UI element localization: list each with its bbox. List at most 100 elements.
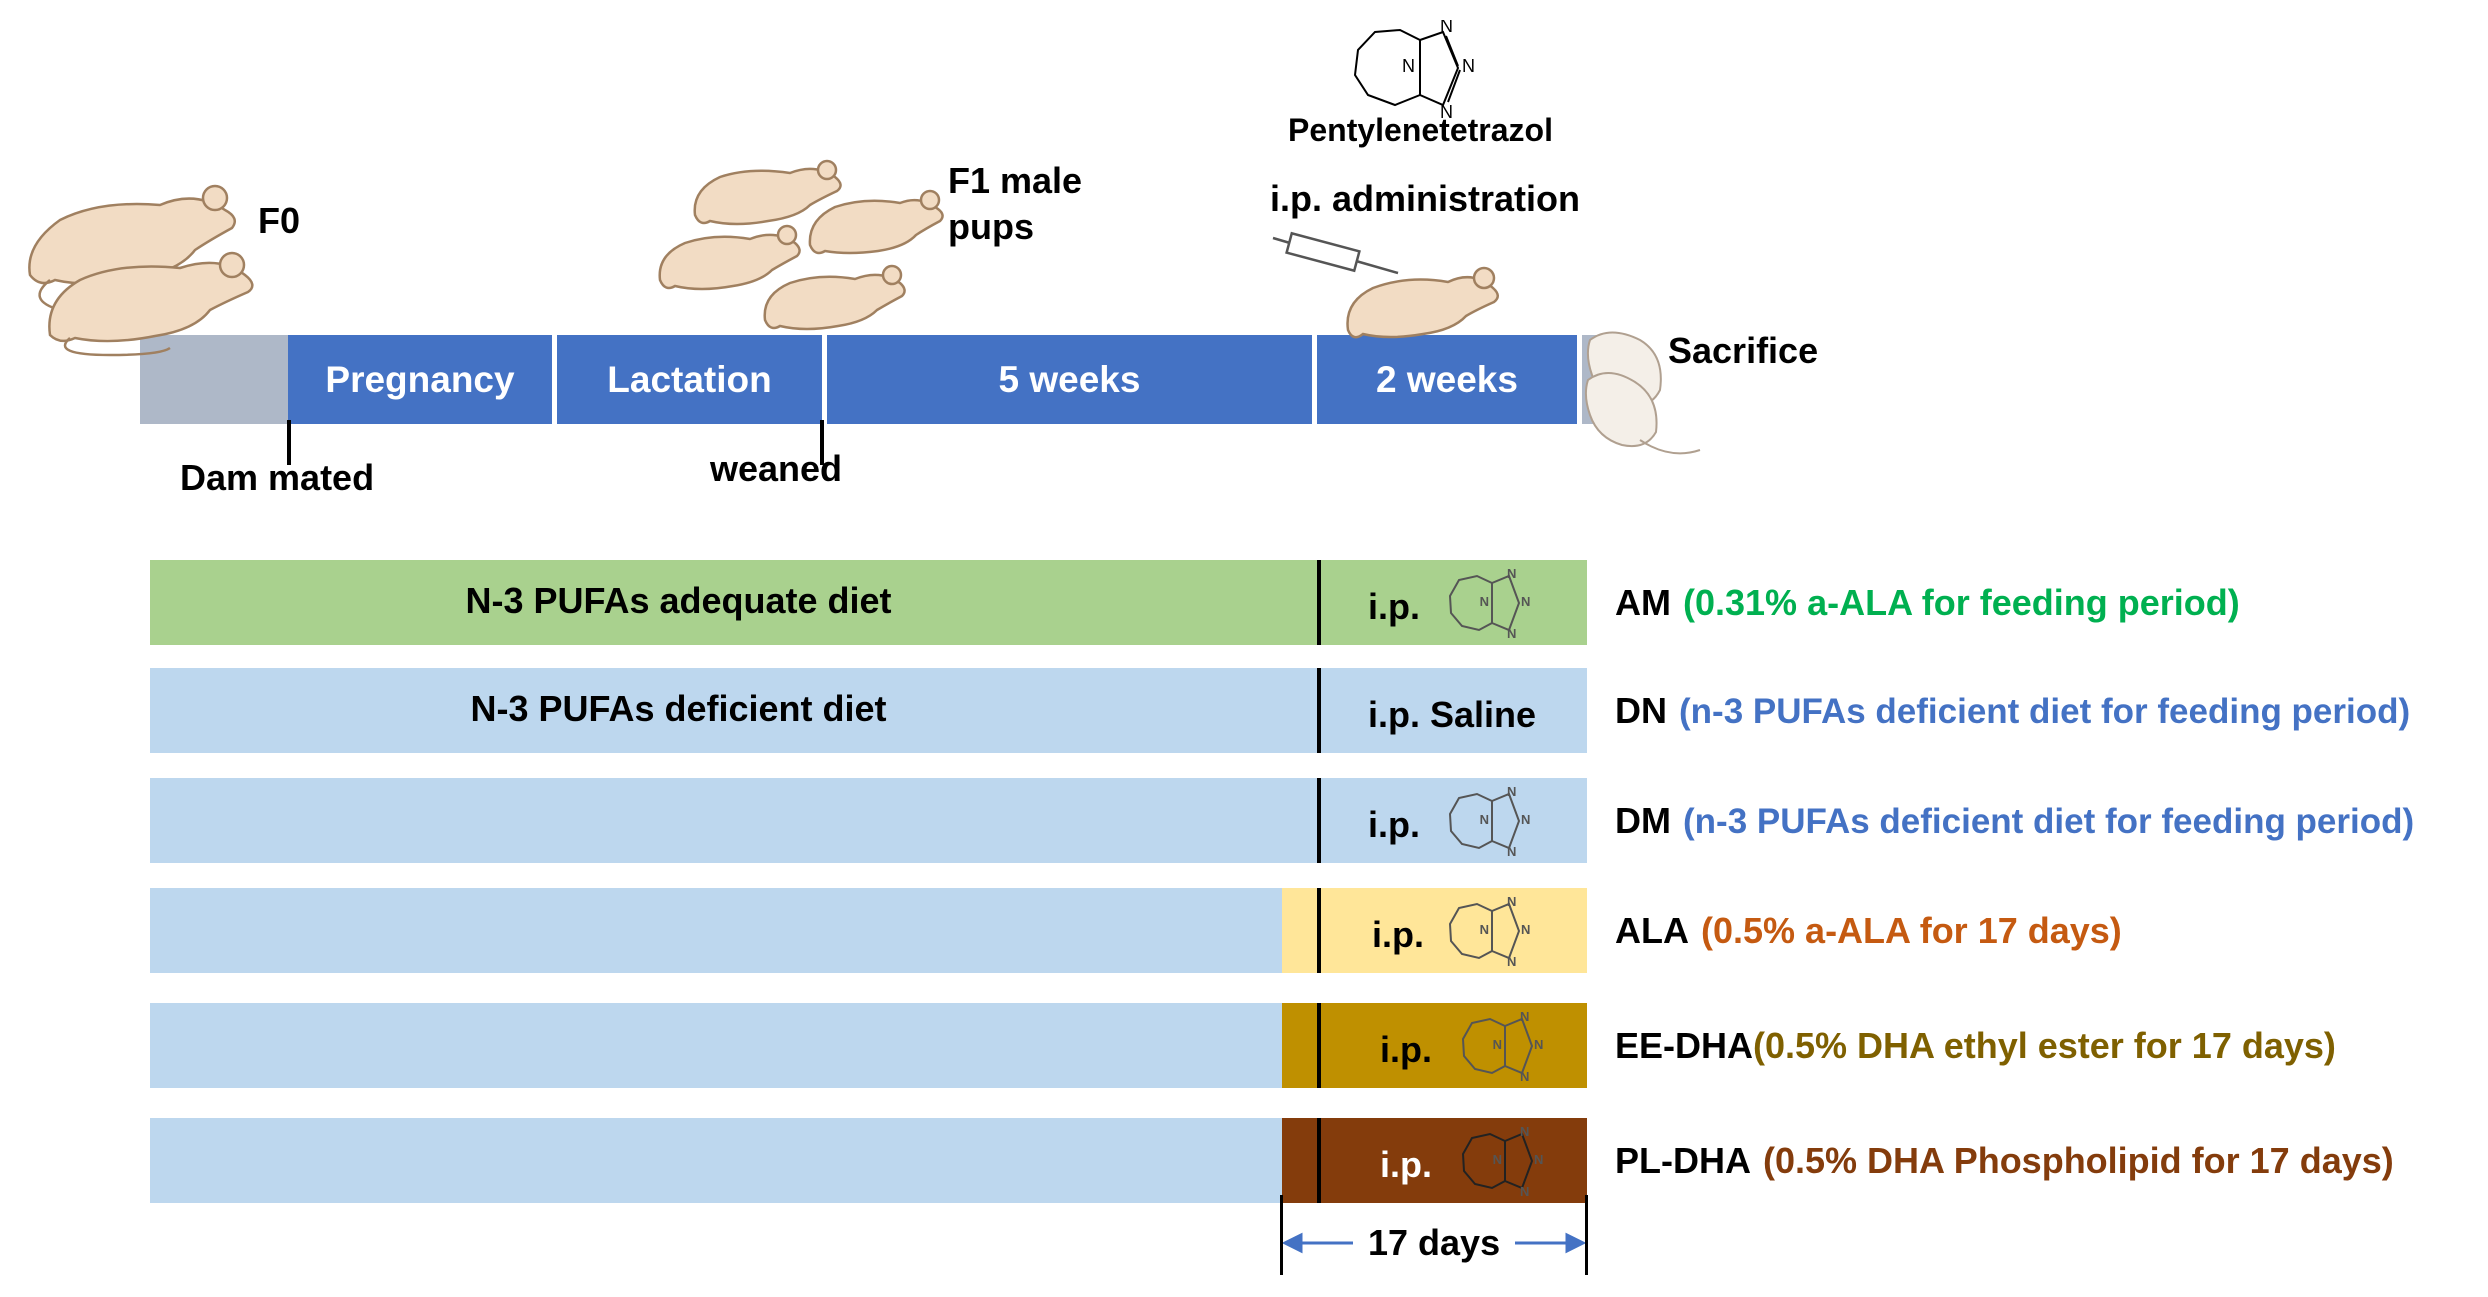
- f0-label: F0: [258, 200, 301, 241]
- group-description: (0.31% a-ALA for feeding period): [1683, 582, 2240, 623]
- timeline-separator: [822, 333, 827, 426]
- rat-icon: [808, 189, 944, 255]
- group-name: PL-DHA: [1615, 1140, 1751, 1181]
- ip-label: i.p.: [1368, 804, 1420, 845]
- group-label: AM (0.31% a-ALA for feeding period): [1615, 582, 2240, 624]
- rat-icon: [658, 224, 801, 291]
- injection-divider: [1317, 668, 1321, 753]
- svg-text:N: N: [1507, 626, 1516, 638]
- f1-pups-illustration: [658, 159, 944, 331]
- timeline-separator: [1577, 333, 1582, 426]
- group-name: DN: [1615, 690, 1667, 731]
- supplement-bar: [1282, 888, 1587, 973]
- group-name: ALA: [1615, 910, 1689, 951]
- svg-text:N: N: [1520, 1011, 1529, 1024]
- rat-icon: [1346, 266, 1499, 339]
- svg-text:N: N: [1507, 844, 1516, 856]
- weaned-label: weaned: [710, 448, 843, 489]
- svg-text:N: N: [1520, 1184, 1529, 1196]
- svg-text:N: N: [1440, 20, 1453, 36]
- group-name: EE-DHA: [1615, 1025, 1754, 1066]
- svg-text:N: N: [1534, 1152, 1543, 1167]
- diet-bar-label: N-3 PUFAs adequate diet: [465, 580, 892, 621]
- rat-icon: [693, 159, 842, 226]
- timeline-separator: [1312, 333, 1317, 426]
- group-description: (n-3 PUFAs deficient diet for feeding pe…: [1683, 802, 2415, 841]
- injection-divider: [1317, 1118, 1321, 1203]
- svg-text:N: N: [1507, 568, 1516, 581]
- diet-bar: [150, 668, 1587, 753]
- rat-icon: [48, 251, 254, 357]
- rat-icon: [763, 264, 906, 331]
- weaned-tick: [820, 420, 824, 465]
- rat-icon: [1584, 372, 1701, 455]
- group-description: (n-3 PUFAs deficient diet for feeding pe…: [1679, 692, 2411, 731]
- svg-text:N: N: [1507, 954, 1516, 966]
- group-name: DM: [1615, 800, 1671, 841]
- ip-label: i.p.: [1380, 1029, 1432, 1070]
- svg-text:N: N: [1520, 1069, 1529, 1081]
- group-label: DN (n-3 PUFAs deficient diet for feeding …: [1615, 690, 2410, 732]
- svg-text:N: N: [1480, 922, 1489, 937]
- duration-label: 17 days: [1368, 1222, 1501, 1263]
- dam-mated-tick: [287, 420, 291, 465]
- diet-bar: [150, 560, 1587, 645]
- supplement-bar: [1282, 1003, 1587, 1088]
- diet-bar: [150, 778, 1587, 863]
- group-label: EE-DHA(0.5% DHA ethyl ester for 17 days): [1615, 1025, 2336, 1067]
- dam-mated-label: Dam mated: [180, 457, 375, 498]
- diet-bar: [150, 888, 1282, 973]
- group-description: (0.5% DHA Phospholipid for 17 days): [1762, 1140, 2394, 1181]
- sacrifice-label: Sacrifice: [1668, 330, 1819, 371]
- injection-divider: [1317, 888, 1321, 973]
- f1-label-line2: pups: [948, 206, 1034, 247]
- pentylenetetrazol-structure: N N N N: [1353, 20, 1475, 120]
- group-name: AM: [1615, 582, 1671, 623]
- syringe-icon: [1272, 231, 1399, 275]
- svg-text:N: N: [1440, 102, 1453, 120]
- timeline-segment-5-weeks: 5 weeks: [827, 335, 1312, 424]
- svg-text:N: N: [1534, 1037, 1543, 1052]
- svg-text:N: N: [1520, 1126, 1529, 1139]
- svg-text:N: N: [1521, 922, 1530, 937]
- injection-divider: [1317, 1003, 1321, 1088]
- f1-label-line1: F1 male: [948, 160, 1083, 201]
- f0-rats-illustration: [28, 184, 254, 357]
- bracket-right-line: [1585, 1195, 1588, 1275]
- ip-label: i.p. Saline: [1368, 694, 1537, 735]
- drug-name-label: Pentylenetetrazol: [1288, 112, 1553, 148]
- duration-arrows: [1283, 1232, 1585, 1254]
- group-label: ALA (0.5% a-ALA for 17 days): [1615, 910, 2122, 952]
- injection-divider: [1317, 560, 1321, 645]
- svg-text:N: N: [1462, 56, 1475, 76]
- svg-text:N: N: [1402, 56, 1415, 76]
- diet-bar-label: N-3 PUFAs deficient diet: [470, 688, 887, 729]
- group-description: (0.5% DHA ethyl ester for 17 days): [1753, 1025, 2336, 1066]
- ip-label: i.p.: [1380, 1144, 1432, 1185]
- svg-text:N: N: [1493, 1152, 1502, 1167]
- ip-label: i.p.: [1372, 914, 1424, 955]
- supplement-bar: [1282, 1118, 1587, 1203]
- ip-administration-label: i.p. administration: [1270, 178, 1581, 219]
- sacrifice-rats-illustration: [1584, 331, 1701, 455]
- svg-text:N: N: [1521, 812, 1530, 827]
- svg-text:N: N: [1493, 1037, 1502, 1052]
- ip-label: i.p.: [1368, 586, 1420, 627]
- group-description: (0.5% a-ALA for 17 days): [1701, 910, 2122, 951]
- timeline-segment-pregnancy: Pregnancy: [288, 335, 552, 424]
- timeline-separator: [552, 333, 557, 426]
- syringe-injection-illustration: [1272, 231, 1499, 339]
- group-label: PL-DHA (0.5% DHA Phospholipid for 17 days…: [1615, 1140, 2394, 1182]
- svg-text:N: N: [1480, 812, 1489, 827]
- bracket-left-line: [1280, 1195, 1283, 1275]
- svg-text:N: N: [1521, 594, 1530, 609]
- svg-text:N: N: [1480, 594, 1489, 609]
- timeline-segment-lactation: Lactation: [557, 335, 822, 424]
- diet-bar: [150, 1118, 1282, 1203]
- timeline-segment-2-weeks: 2 weeks: [1317, 335, 1577, 424]
